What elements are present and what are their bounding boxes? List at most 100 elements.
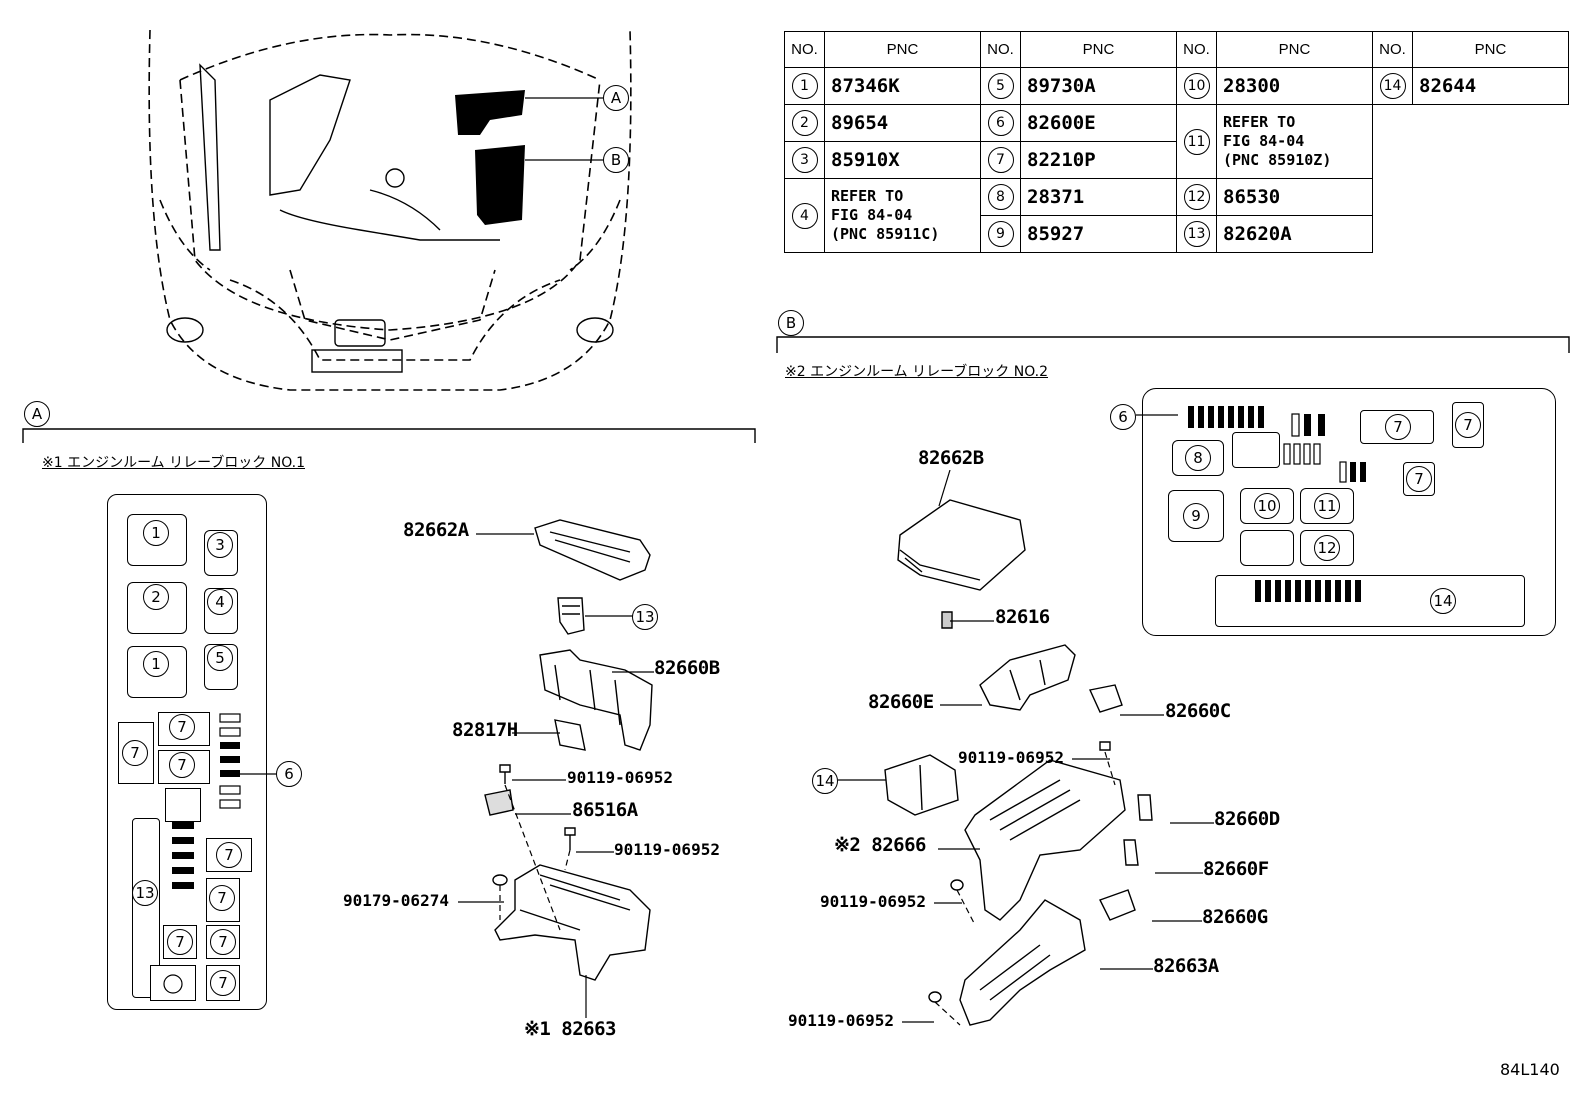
- part-label-82663: ※1 82663: [524, 1018, 617, 1040]
- table-no: 14: [1379, 73, 1406, 99]
- layout-circle-7: 7: [210, 929, 236, 955]
- table-pnc: 82620A: [1216, 215, 1373, 253]
- pnc-table: NO. PNC NO. PNC NO. PNC NO. PNC 1 87346K…: [784, 31, 1569, 253]
- table-no: 9: [987, 221, 1014, 247]
- section-b-title: ※2 エンジンルーム リレーブロック NO.2: [785, 364, 1049, 380]
- header-no: NO.: [980, 31, 1021, 68]
- section-a-bracket: [22, 428, 756, 443]
- part-label-82662a: 82662A: [403, 519, 469, 541]
- engine-bay-overview-drawing: [148, 29, 632, 391]
- part-label-nut-90179-06274: 90179-06274: [343, 891, 449, 910]
- table-pnc: 89730A: [1020, 67, 1177, 105]
- layout-circle-7: 7: [210, 970, 236, 996]
- part-label-82660b: 82660B: [654, 657, 720, 679]
- layout-circle-12: 12: [1314, 535, 1340, 561]
- part-label-82817h: 82817H: [452, 719, 518, 741]
- table-pnc: 86530: [1216, 178, 1373, 216]
- header-pnc: PNC: [1412, 31, 1569, 68]
- table-no: 13: [1183, 221, 1210, 247]
- header-no: NO.: [1372, 31, 1413, 68]
- layout-circle-7: 7: [1385, 414, 1411, 440]
- part-label-82662b: 82662B: [918, 447, 984, 469]
- table-no: 10: [1183, 73, 1210, 99]
- part-label-82660c: 82660C: [1165, 700, 1231, 722]
- layout-circle-9: 9: [1183, 503, 1209, 529]
- part-label-82663a: 82663A: [1153, 955, 1219, 977]
- table-pnc-ref: REFER TO FIG 84-04 (PNC 85911C): [824, 178, 981, 253]
- section-a-exploded-parts: [484, 519, 653, 981]
- layout-circle-3: 3: [207, 532, 233, 558]
- table-no: 4: [791, 202, 818, 229]
- layout-circle-10: 10: [1254, 493, 1280, 519]
- table-no: 2: [791, 110, 818, 136]
- layout-circle-7: 7: [169, 752, 195, 778]
- figure-code: 84L140: [1500, 1060, 1560, 1079]
- fuse-slots-a: [172, 713, 241, 889]
- section-b-exploded-parts: [884, 499, 1153, 1026]
- part-label-bolt-90119-06952: 90119-06952: [788, 1011, 894, 1030]
- table-no: 6: [987, 110, 1014, 136]
- layout-circle-7: 7: [216, 842, 242, 868]
- layout-circle-7: 7: [1455, 412, 1481, 438]
- part-label-82660g: 82660G: [1202, 906, 1268, 928]
- table-no: 5: [987, 73, 1014, 99]
- callout-b-overview: B: [603, 147, 629, 173]
- layout-circle-14: 14: [1430, 588, 1456, 614]
- relay-block-a-location: [455, 90, 525, 135]
- table-pnc: 28300: [1216, 67, 1373, 105]
- section-b-marker: B: [778, 310, 804, 336]
- table-pnc: 85910X: [824, 141, 981, 179]
- layout-circle-7: 7: [209, 885, 235, 911]
- section-b-bracket: [776, 336, 1570, 353]
- part-label-bolt-90119-06952: 90119-06952: [567, 768, 673, 787]
- table-pnc: 87346K: [824, 67, 981, 105]
- table-no: 12: [1183, 184, 1210, 210]
- layout-circle-7: 7: [1406, 466, 1432, 492]
- header-pnc: PNC: [824, 31, 981, 68]
- part-label-82616: 82616: [995, 606, 1050, 628]
- table-pnc: 89654: [824, 104, 981, 142]
- layout-circle-4: 4: [207, 589, 233, 615]
- part-label-82660f: 82660F: [1203, 858, 1269, 880]
- callout-13-a: 13: [632, 604, 658, 630]
- callout-6-b: 6: [1110, 404, 1136, 430]
- layout-circle-1: 1: [143, 651, 169, 677]
- header-no: NO.: [1176, 31, 1217, 68]
- header-pnc: PNC: [1020, 31, 1177, 68]
- callout-a-overview: A: [603, 85, 629, 111]
- layout-circle-7: 7: [122, 740, 148, 766]
- table-pnc: 85927: [1020, 215, 1177, 253]
- table-pnc: 82210P: [1020, 141, 1177, 179]
- layout-circle-11: 11: [1314, 493, 1340, 519]
- layout-circle-8: 8: [1185, 445, 1211, 471]
- layout-circle-7: 7: [169, 714, 195, 740]
- section-a-marker: A: [24, 401, 50, 427]
- part-label-82666: ※2 82666: [834, 834, 927, 856]
- relay-block-b-location: [475, 145, 525, 225]
- table-no: 3: [791, 147, 818, 173]
- header-no: NO.: [784, 31, 825, 68]
- layout-circle-7: 7: [167, 929, 193, 955]
- table-no: 11: [1183, 128, 1210, 155]
- header-pnc: PNC: [1216, 31, 1373, 68]
- table-pnc: 82600E: [1020, 104, 1177, 142]
- table-pnc: 28371: [1020, 178, 1177, 216]
- part-label-86516a: 86516A: [572, 799, 638, 821]
- part-label-82660e: 82660E: [868, 691, 934, 713]
- layout-circle-5: 5: [207, 645, 233, 671]
- layout-circle-13: 13: [132, 880, 158, 906]
- table-pnc: 82644: [1412, 67, 1569, 105]
- part-label-bolt-90119-06952: 90119-06952: [614, 840, 720, 859]
- layout-circle-1: 1: [143, 520, 169, 546]
- table-no: 8: [987, 184, 1014, 210]
- table-no: 7: [987, 147, 1014, 173]
- callout-6-a: 6: [276, 761, 302, 787]
- table-no: 1: [791, 73, 818, 99]
- part-label-82660d: 82660D: [1214, 808, 1280, 830]
- fuse-slots-b: [1188, 406, 1366, 602]
- part-label-bolt-90119-06952: 90119-06952: [958, 748, 1064, 767]
- layout-circle-2: 2: [143, 584, 169, 610]
- table-pnc-ref: REFER TO FIG 84-04 (PNC 85910Z): [1216, 104, 1373, 179]
- part-label-bolt-90119-06952: 90119-06952: [820, 892, 926, 911]
- callout-14-b: 14: [812, 768, 838, 794]
